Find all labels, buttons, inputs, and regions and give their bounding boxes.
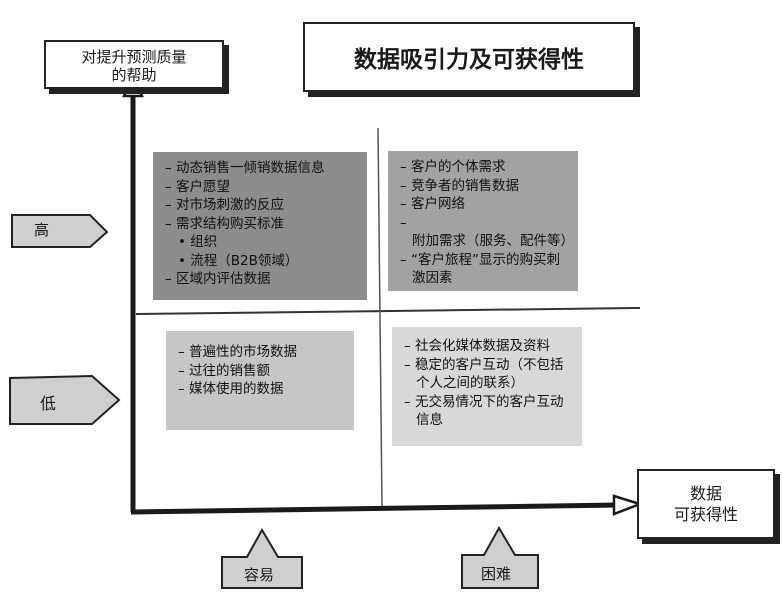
horizontal-divider <box>135 307 641 315</box>
list-item: 客户网络 <box>400 195 572 214</box>
x-axis-label-line-2: 可获得性 <box>673 505 738 524</box>
list-item: 竞争者的销售数据 <box>400 177 572 196</box>
list-item: 动态销售一倾销数据信息 <box>165 159 361 178</box>
list-item: 媒体使用的数据 <box>178 380 348 399</box>
tag-high <box>11 214 109 248</box>
x-axis-label-box: 数据 可获得性 <box>637 469 775 539</box>
list-item: 无交易情况下的客户互动信息 <box>404 393 576 430</box>
list-item: 稳定的客户互动（不包括个人之间的联系） <box>404 356 576 393</box>
quadrant-high-hard: 客户的个体需求 竞争者的销售数据 客户网络 附加需求（服务、配件等） “客户旅程… <box>388 151 578 291</box>
list-item: 过往的销售额 <box>178 362 348 381</box>
list-item: 社会化媒体数据及资料 <box>404 337 576 356</box>
list-item: 客户的个体需求 <box>400 158 572 177</box>
sub-list-item: 组织 <box>165 233 361 252</box>
list-item: “客户旅程”显示的购买刺激因素 <box>400 251 572 288</box>
x-axis <box>130 502 621 515</box>
x-level-hard: 困难 <box>481 565 512 583</box>
list-item: 附加需求（服务、配件等） <box>400 214 574 251</box>
tag-hard <box>461 525 539 589</box>
y-axis-label: 对提升预测质量的帮助 <box>81 47 187 84</box>
list-item: 普遍性的市场数据 <box>178 343 348 362</box>
list-item: 客户愿望 <box>165 178 361 197</box>
list-item: 需求结构购买标准 <box>165 215 361 234</box>
sub-list-item: 流程（B2B领域） <box>165 252 361 271</box>
y-level-high: 高 <box>34 221 50 239</box>
list-item: 对市场刺激的反应 <box>165 196 361 215</box>
vertical-divider <box>377 127 383 509</box>
y-axis-label-box: 对提升预测质量的帮助 <box>44 40 224 89</box>
list-item: 区域内评估数据 <box>165 270 361 289</box>
quadrant-high-easy: 动态销售一倾销数据信息 客户愿望 对市场刺激的反应 需求结构购买标准 组织 流程… <box>153 152 367 300</box>
tag-low <box>9 374 121 425</box>
x-axis-arrowhead <box>612 494 644 516</box>
quadrant-low-easy: 普遍性的市场数据 过往的销售额 媒体使用的数据 <box>166 331 354 430</box>
tag-easy <box>221 527 303 589</box>
x-level-easy: 容易 <box>244 566 275 584</box>
title-text: 数据吸引力及可获得性 <box>354 47 584 73</box>
x-axis-label-line-1: 数据 <box>689 484 722 503</box>
quadrant-low-hard: 社会化媒体数据及资料 稳定的客户互动（不包括个人之间的联系） 无交易情况下的客户… <box>392 327 582 446</box>
y-level-low: 低 <box>40 394 57 413</box>
diagram-title: 数据吸引力及可获得性 <box>303 22 635 92</box>
